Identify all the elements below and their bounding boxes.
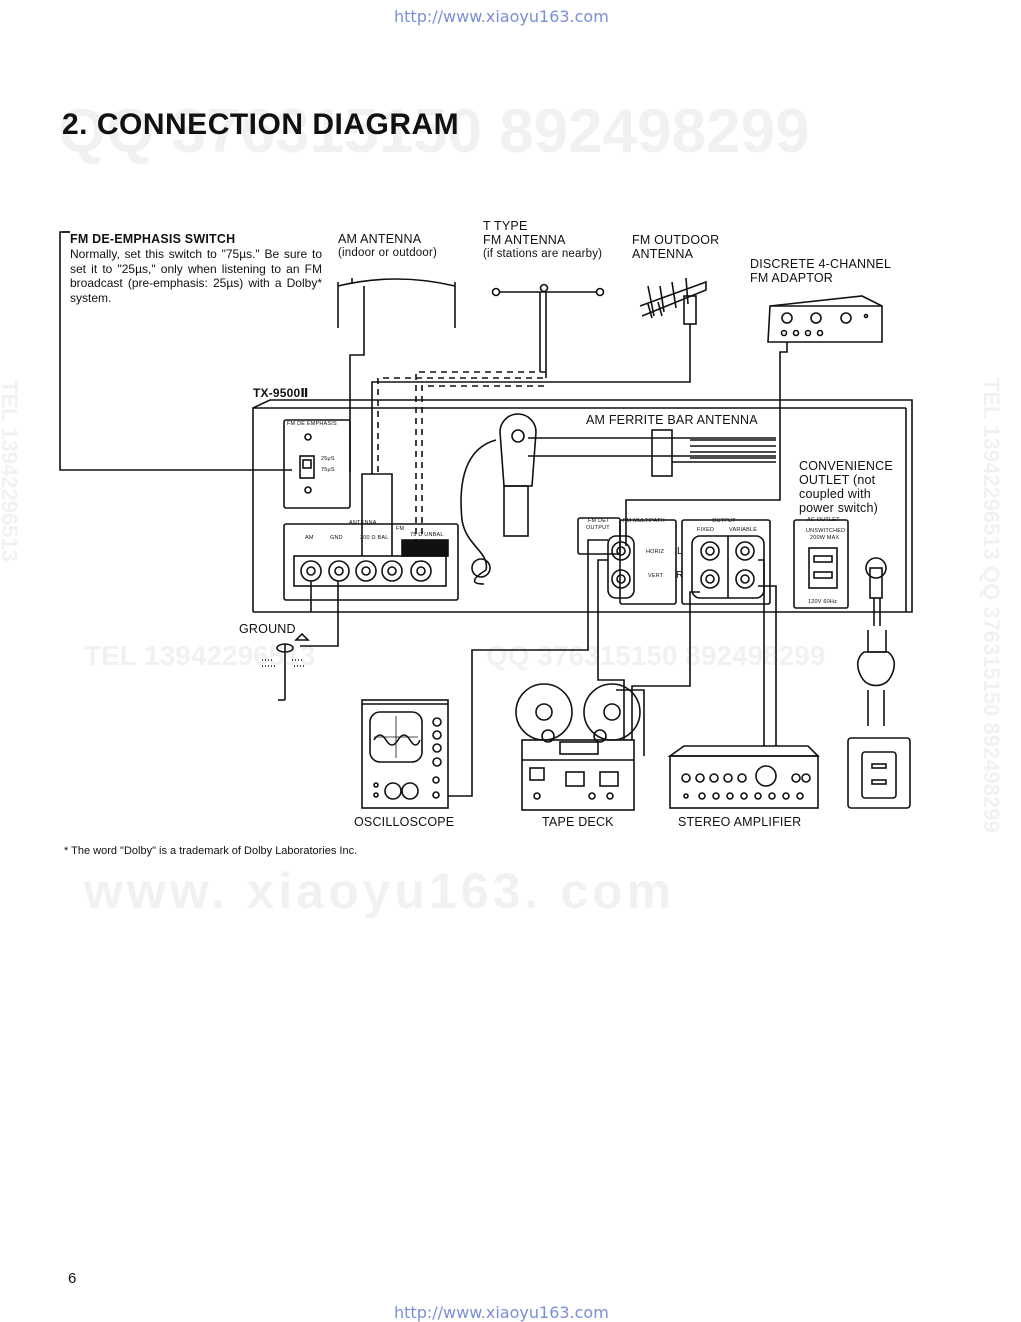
panel-vert-label: VERT	[648, 573, 664, 579]
panel-fm-de-emphasis-label: FM DE EMPHASIS	[287, 421, 337, 427]
discrete-adaptor-icon	[625, 295, 883, 546]
convenience-outlet-label-3: coupled with	[799, 487, 871, 501]
t-type-sublabel: (if stations are nearby)	[483, 248, 603, 260]
t-antenna-lead	[377, 371, 546, 562]
panel-75-unbal-label: 75 Ω UNBAL	[410, 532, 444, 538]
panel-200w-label: 200W MAX	[810, 535, 840, 541]
panel-gnd-label: GND	[330, 535, 343, 541]
panel-am-label: AM	[305, 535, 314, 541]
receiver-chassis	[252, 399, 913, 613]
tape-deck-icon	[515, 559, 700, 811]
panel-fm-det-output-label: OUTPUT	[586, 525, 610, 531]
watermark-tel: TEL 13942296513	[84, 640, 316, 671]
de-emphasis-switch-panel	[283, 419, 351, 509]
oscilloscope-label: OSCILLOSCOPE	[354, 815, 455, 829]
convenience-outlet-label-2: OUTLET (not	[799, 473, 876, 487]
fm-outdoor-label: FM OUTDOOR	[632, 233, 720, 247]
panel-output-label: OUTPUT	[712, 518, 736, 524]
de-emphasis-heading: FM DE-EMPHASIS SWITCH	[70, 232, 236, 246]
panel-fm-det-label: FM DET	[588, 518, 610, 524]
model-label: TX-9500Ⅱ	[253, 386, 309, 400]
panel-left-channel-label: L	[677, 546, 683, 557]
source-url-top: http://www.xiaoyu163.com	[394, 7, 609, 26]
panel-25us-label: 25μS	[321, 456, 335, 462]
panel-fm-multipath-label: FM MULTIPATH	[623, 518, 665, 524]
source-url-bottom: http://www.xiaoyu163.com	[394, 1303, 609, 1322]
de-emphasis-bracket	[59, 231, 292, 471]
t-type-label: T TYPE	[483, 219, 528, 233]
de-emphasis-note: Normally, set this switch to "75µs." Be …	[70, 247, 322, 305]
stereo-amplifier-icon	[616, 559, 820, 809]
power-plug-icon	[847, 598, 911, 809]
panel-variable-label: VARIABLE	[729, 527, 758, 533]
watermark-www: www. xiaoyu163. com	[84, 863, 676, 919]
stereo-amplifier-label: STEREO AMPLIFIER	[678, 815, 802, 829]
panel-75us-label: 75μS	[321, 467, 335, 473]
panel-fm-label: FM	[396, 526, 405, 532]
panel-fixed-label: FIXED	[697, 527, 715, 533]
convenience-outlet-label: CONVENIENCE	[799, 459, 893, 473]
antenna-terminal-block	[283, 473, 459, 601]
am-antenna-sublabel: (indoor or outdoor)	[338, 247, 438, 259]
t-type-antenna-icon	[491, 283, 605, 378]
discrete-adaptor-label: DISCRETE 4-CHANNEL	[750, 257, 892, 271]
fm-outdoor-antenna-icon	[371, 277, 707, 474]
panel-120v-label: 120V 60Hz	[808, 599, 838, 605]
footnote: * The word "Dolby" is a trademark of Dol…	[64, 845, 358, 857]
ac-outlet-panel	[793, 519, 887, 609]
fm-outdoor-antenna-label: ANTENNA	[632, 247, 694, 261]
page-title: 2. CONNECTION DIAGRAM	[62, 108, 460, 141]
ground-label: GROUND	[239, 622, 296, 636]
tape-deck-label: TAPE DECK	[542, 815, 614, 829]
ferrite-bar-antenna-icon	[460, 413, 776, 585]
panel-horiz-label: HORIZ	[646, 549, 665, 555]
panel-right-channel-label: R	[676, 570, 684, 581]
ferrite-bar-label: AM FERRITE BAR ANTENNA	[586, 413, 758, 427]
watermark-qq-top: QQ 376315150 892498299	[58, 97, 810, 166]
convenience-outlet-label-4: power switch)	[799, 501, 879, 515]
panel-unswitched-label: UNSWITCHED	[806, 528, 846, 534]
ground-icon	[262, 581, 339, 701]
panel-300-bal-label: 300 Ω BAL	[360, 535, 389, 541]
t-type-fm-antenna-label: FM ANTENNA	[483, 233, 566, 247]
discrete-adaptor-sublabel: FM ADAPTOR	[750, 271, 834, 285]
am-antenna-label: AM ANTENNA	[338, 232, 422, 246]
watermark-qq-mid: QQ 376315150 892498299	[486, 640, 826, 671]
oscilloscope-icon	[361, 539, 608, 809]
am-antenna-icon	[337, 278, 456, 472]
fm-det-multipath-jacks	[577, 517, 677, 605]
page-number: 6	[68, 1270, 77, 1287]
